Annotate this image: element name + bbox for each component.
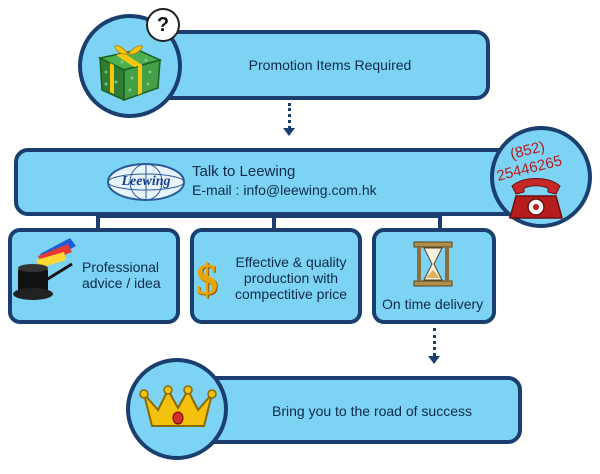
dollar-icon: $ — [196, 255, 218, 304]
question-mark-icon: ? — [156, 14, 170, 36]
contact-email: E-mail : info@leewing.com.hk — [192, 182, 377, 198]
success-label: Bring you to the road of success — [272, 403, 472, 419]
branch-stem-2 — [272, 214, 276, 230]
success-step-box — [172, 376, 522, 444]
benefit-box-production — [190, 228, 362, 324]
arrowhead-2 — [428, 356, 440, 364]
branch-stem-1 — [96, 214, 100, 230]
branch-stem-3 — [438, 214, 442, 230]
promotion-label: Promotion Items Required — [248, 57, 412, 73]
arrowhead-1 — [283, 128, 295, 136]
leewing-logo-text: Leewing — [121, 174, 171, 189]
connector-dots-2 — [433, 328, 440, 356]
benefit-label-delivery: On time delivery — [382, 296, 484, 312]
magic-hat-icon — [13, 238, 76, 300]
benefit-label-advice: Professional advice / idea — [82, 259, 161, 291]
telephone-icon — [509, 178, 563, 219]
benefit-label-production: Effective & quality production with comp… — [234, 254, 348, 302]
hourglass-icon — [413, 241, 453, 287]
connector-dots-1 — [288, 103, 295, 129]
question-bubble: ? — [146, 8, 180, 42]
gift-icon — [97, 45, 163, 102]
leewing-logo — [107, 163, 185, 201]
crown-icon — [139, 385, 217, 427]
branch-line — [96, 214, 442, 218]
talk-title: Talk to Leewing — [192, 163, 296, 180]
